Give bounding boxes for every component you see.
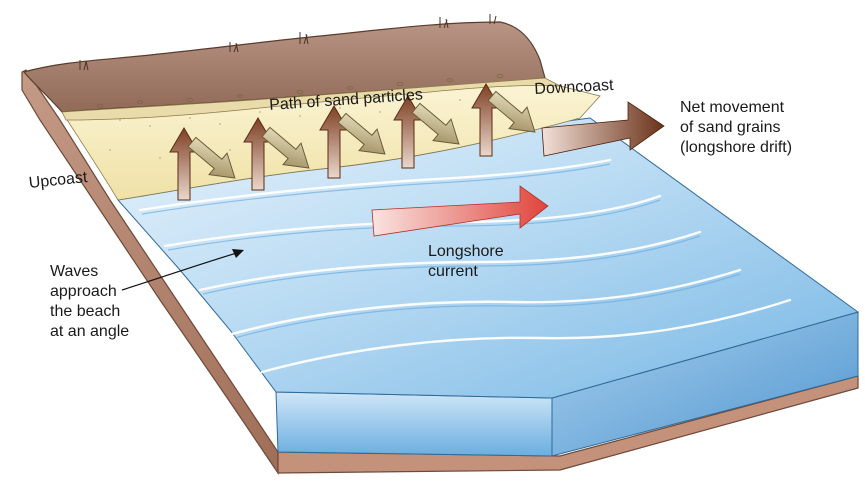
longshore-current-label: Longshore current bbox=[428, 242, 504, 282]
backwash-arrows bbox=[187, 90, 536, 179]
diagonal-arrow-icon bbox=[261, 126, 310, 169]
right-arrow-icon bbox=[541, 101, 665, 157]
downcoast-label: Downcoast bbox=[534, 76, 614, 100]
right-arrow-icon bbox=[371, 185, 549, 237]
net-movement-line-3: (longshore drift) bbox=[680, 139, 793, 156]
grass-tufts bbox=[79, 14, 497, 71]
diagonal-arrow-icon bbox=[411, 102, 460, 145]
waves-line-2: approach bbox=[50, 283, 117, 300]
longshore-current-arrow bbox=[371, 185, 549, 237]
longshore-current-line-2: current bbox=[428, 263, 478, 280]
wave-crests bbox=[138, 158, 792, 374]
net-drift-arrow bbox=[541, 101, 665, 157]
pebbles bbox=[96, 74, 504, 109]
wave-shadows bbox=[141, 163, 741, 339]
waves-line-3: the beach bbox=[50, 303, 121, 320]
longshore-current-line-1: Longshore bbox=[428, 243, 504, 260]
bedrock-base bbox=[277, 375, 859, 474]
dune-front bbox=[61, 77, 561, 121]
waves-pointer bbox=[121, 249, 244, 291]
diagonal-arrow-icon bbox=[187, 136, 236, 179]
net-movement-line-2: of sand grains bbox=[680, 119, 781, 136]
diagonal-arrow-icon bbox=[487, 90, 536, 133]
waves-line-1: Waves bbox=[50, 263, 99, 280]
waves-label: Waves approach the beach at an angle bbox=[50, 262, 129, 342]
downcoast-text: Downcoast bbox=[534, 76, 614, 99]
net-movement-label: Net movement of sand grains (longshore d… bbox=[680, 98, 792, 158]
net-movement-line-1: Net movement bbox=[680, 99, 785, 116]
sea-front-face bbox=[275, 391, 553, 457]
diagonal-arrow-icon bbox=[337, 112, 386, 155]
waves-line-4: at an angle bbox=[50, 323, 130, 340]
